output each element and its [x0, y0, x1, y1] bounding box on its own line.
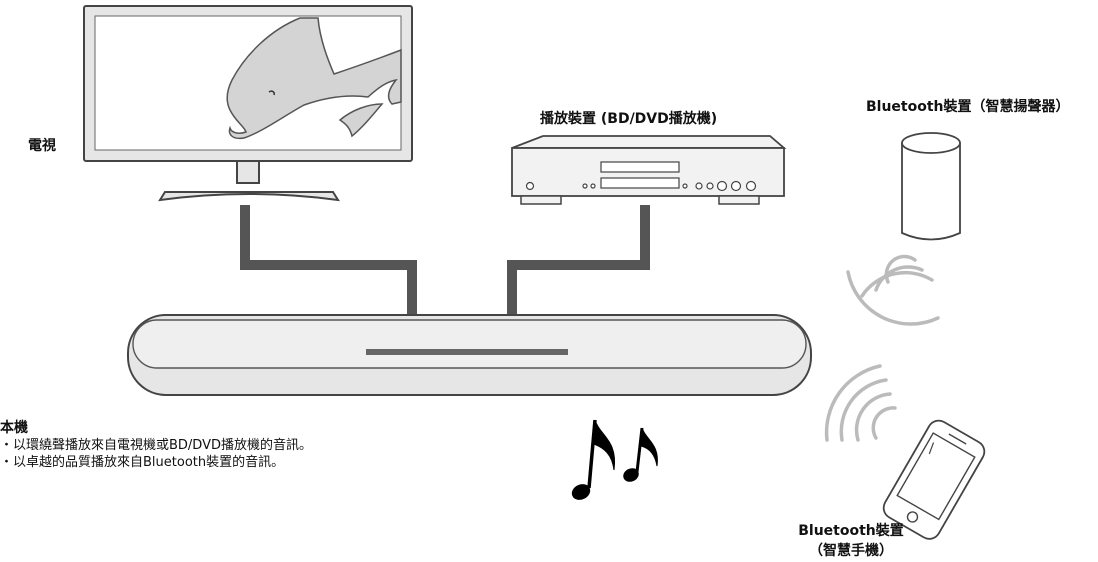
phone-label-line1: Bluetooth裝置: [798, 523, 904, 539]
dolphin-image: [226, 17, 402, 140]
bd-dvd-player-icon: [511, 135, 787, 205]
player-label: 播放裝置 (BD/DVD播放機): [540, 111, 718, 127]
tv-label: 電視: [28, 138, 56, 154]
player-cable: [507, 205, 650, 318]
smartphone-icon: [882, 419, 986, 540]
tv-cable: [240, 205, 417, 318]
soundbar-icon: [127, 314, 812, 396]
music-notes-icon: [571, 419, 658, 500]
phone-label: Bluetooth裝置 （智慧手機）: [776, 520, 926, 560]
unit-feature-1: ・以環繞聲播放來自電視機或BD/DVD播放機的音訊。: [0, 438, 312, 453]
speaker-wireless-waves-icon: [846, 254, 940, 326]
smart-speaker-icon: [901, 132, 961, 241]
phone-wireless-waves-icon: [824, 364, 897, 442]
unit-description: 本機 ・以環繞聲播放來自電視機或BD/DVD播放機的音訊。 ・以卓越的品質播放來…: [0, 420, 312, 471]
speaker-label: Bluetooth裝置（智慧揚聲器）: [866, 99, 1070, 115]
unit-feature-2: ・以卓越的品質播放來自Bluetooth裝置的音訊。: [0, 455, 285, 470]
phone-label-line2: （智慧手機）: [809, 543, 893, 559]
tv-icon: [83, 5, 413, 202]
unit-title: 本機: [0, 420, 28, 436]
